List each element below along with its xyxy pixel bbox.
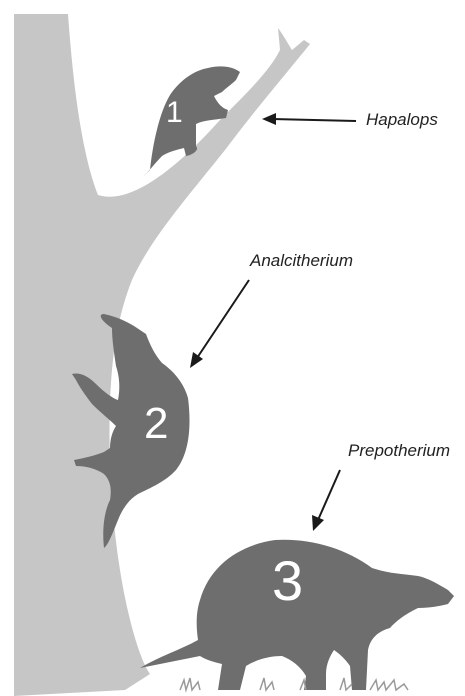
arrow-analcitherium (190, 280, 249, 368)
species-label-analcitherium: Analcitherium (249, 251, 353, 270)
animal-number-3: 3 (272, 549, 303, 612)
grass-tufts (180, 678, 408, 690)
species-label-prepotherium: Prepotherium (348, 441, 450, 460)
species-label-hapalops: Hapalops (366, 110, 438, 129)
arrow-prepotherium (312, 470, 340, 531)
animal-number-1: 1 (166, 96, 183, 129)
arrow-hapalops (262, 113, 356, 125)
animal-number-2: 2 (144, 399, 168, 448)
